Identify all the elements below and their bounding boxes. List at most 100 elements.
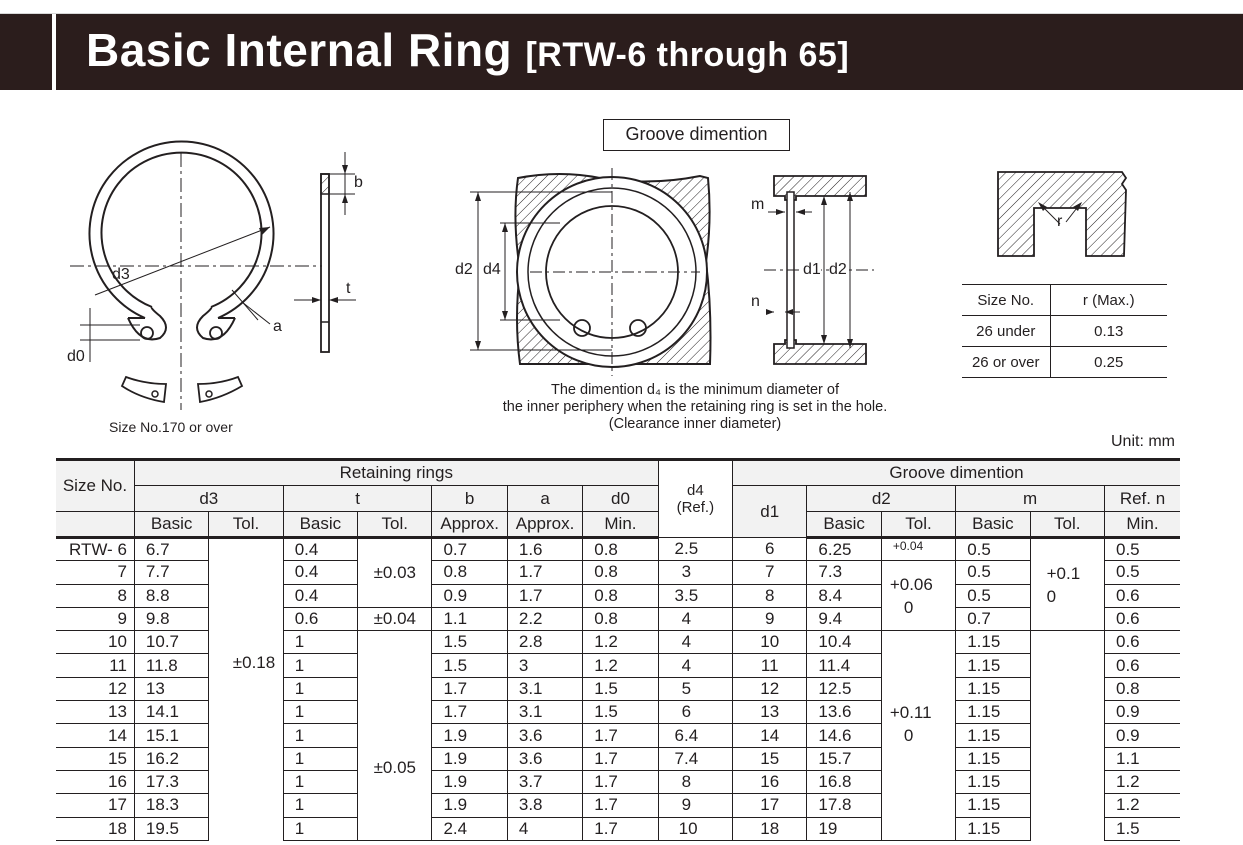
b-cell: 1.9	[431, 770, 508, 795]
table-row: 11 11.8 1 1.5 3 1.2 4 11 11.4 1.15 0.6	[56, 653, 1180, 678]
r-table-cell: 26 or over	[962, 346, 1051, 378]
n-cell: 0.9	[1103, 723, 1180, 748]
table-row: 10 10.7 1 ±0.05 1.5 2.8 1.2 4 10 10.4 +0…	[56, 630, 1180, 841]
b-cell: 1.5	[431, 653, 508, 678]
m-basic-header: Basic	[955, 511, 1031, 539]
d3-cell: 15.1	[133, 723, 209, 748]
n-cell: 1.5	[1103, 817, 1180, 841]
size-no-header-blank	[56, 511, 135, 539]
d2-label-right: d2	[829, 261, 847, 279]
d2-tol-sup: +0.04	[892, 538, 924, 553]
page-title: Basic Internal Ring [RTW-6 through 65]	[86, 23, 849, 77]
n-cell: 1.2	[1103, 770, 1180, 795]
n-label: n	[751, 293, 760, 310]
d4-cell: 9	[657, 793, 733, 818]
b-cell: 0.8	[431, 560, 508, 585]
t-basic-header: Basic	[282, 511, 358, 539]
m-label: m	[751, 196, 765, 213]
groove-dimention-header: Groove dimention	[732, 458, 1180, 486]
unit-label: Unit: mm	[1111, 433, 1175, 450]
d2-cell: 17.8	[806, 793, 882, 818]
d4-cell: 10	[657, 817, 733, 841]
d1-cell: 6	[732, 537, 807, 562]
t-tol-header: Tol.	[357, 511, 432, 539]
table-row: 16 17.3 1 1.9 3.7 1.7 8 16 16.8 1.15 1.2	[56, 770, 1180, 795]
a-approx-header: Approx.	[506, 511, 583, 539]
d2-tol-cell-blank	[880, 817, 956, 841]
banner-accent-bar	[52, 14, 56, 90]
table-row: 9 9.8 0.6 ±0.04 1.1 2.2 0.8 4 9 9.4 0.7 …	[56, 607, 1180, 632]
m-cell: 1.15	[955, 770, 1031, 795]
t-header: t	[282, 485, 432, 512]
d2-cell: 14.6	[806, 723, 882, 748]
t-cell: 1	[282, 700, 358, 725]
d3-cell: 14.1	[133, 700, 209, 725]
n-cell: 1.2	[1103, 793, 1180, 818]
d3-header: d3	[133, 485, 284, 512]
d4-cell: 4	[657, 630, 733, 655]
table-row: 15 16.2 1 1.9 3.6 1.7 7.4 15 15.7 1.15 1…	[56, 747, 1180, 771]
b-cell: 1.9	[431, 747, 508, 771]
d1-cell: 10	[732, 630, 807, 655]
d0-cell: 1.7	[582, 793, 659, 818]
d2-label-left: d2	[455, 261, 473, 278]
d0-cell: 1.7	[582, 770, 659, 795]
d2-cell: 11.4	[806, 653, 882, 678]
ref-n-header: Ref. n	[1103, 485, 1180, 512]
d3-basic-header: Basic	[133, 511, 209, 539]
d3-cell: 8.8	[133, 584, 209, 608]
d1-cell: 9	[732, 607, 807, 632]
b-cell: 1.1	[431, 607, 508, 632]
d3-cell: 16.2	[133, 747, 209, 771]
d3-cell: 17.3	[133, 770, 209, 795]
d2-cell: 16.8	[806, 770, 882, 795]
a-cell: 3	[506, 653, 583, 678]
t-cell: 0.4	[282, 584, 358, 608]
d2-tol-header: Tol.	[880, 511, 956, 539]
t-cell: 1	[282, 747, 358, 771]
a-cell: 2.2	[506, 607, 583, 632]
top-strip	[0, 0, 1243, 14]
n-cell: 0.6	[1103, 607, 1180, 632]
t-cell: 0.4	[282, 537, 358, 562]
d1-cell: 14	[732, 723, 807, 748]
b-cell: 1.9	[431, 793, 508, 818]
d4-cell: 7.4	[657, 747, 733, 771]
size-cell: 15	[56, 747, 135, 771]
a-cell: 3.8	[506, 793, 583, 818]
b-cell: 0.7	[431, 537, 508, 562]
t-cell: 1	[282, 770, 358, 795]
b-cell: 2.4	[431, 817, 508, 841]
t-cell: 1	[282, 723, 358, 748]
d1-cell: 12	[732, 677, 807, 702]
d4-cell: 4	[657, 653, 733, 678]
b-label: b	[354, 174, 363, 191]
title-banner: Basic Internal Ring [RTW-6 through 65]	[0, 14, 1243, 90]
note-line-2: the inner periphery when the retaining r…	[502, 399, 888, 415]
d2-tol-line-1: +0.11	[889, 703, 932, 723]
d3-cell: 6.7	[133, 537, 209, 562]
a-cell: 3.6	[506, 747, 583, 771]
r-table-header-rmax: r (Max.)	[1050, 284, 1167, 316]
d0-cell: 0.8	[582, 607, 659, 632]
d0-cell: 1.7	[582, 747, 659, 771]
m-tol-line-2: 0	[1046, 586, 1057, 606]
d3-cell: 10.7	[133, 630, 209, 655]
n-cell: 0.5	[1103, 560, 1180, 585]
size-cell: 17	[56, 793, 135, 818]
size-cell: RTW- 6	[56, 537, 135, 562]
b-cell: 0.9	[431, 584, 508, 608]
d4-cell: 6	[657, 700, 733, 725]
size-cell: 10	[56, 630, 135, 655]
table-row: 12 13 1 1.7 3.1 1.5 5 12 12.5 1.15 0.8	[56, 677, 1180, 702]
page-title-main: Basic Internal Ring	[86, 24, 513, 76]
groove-dimention-title: Groove dimention	[603, 119, 790, 151]
size-cell: 16	[56, 770, 135, 795]
m-cell: 1.15	[955, 817, 1031, 841]
d0-cell: 1.2	[582, 653, 659, 678]
d0-cell: 1.5	[582, 677, 659, 702]
d1-cell: 13	[732, 700, 807, 725]
d2-cell: 6.25	[806, 537, 882, 562]
